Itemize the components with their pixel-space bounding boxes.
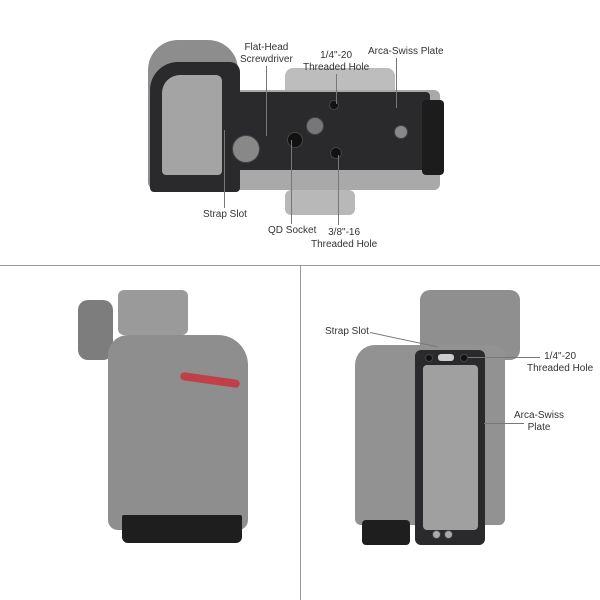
label-quarter-threaded-hole-top: 1/4"-20 Threaded Hole <box>303 50 370 73</box>
label-arca-swiss-plate-top: Arca-Swiss Plate <box>368 46 444 57</box>
label-strap-slot-side: Strap Slot <box>325 326 369 337</box>
label-arca-swiss-plate-side: Arca-Swiss Plate <box>514 410 565 433</box>
horizontal-divider <box>0 265 600 266</box>
label-flat-head-screwdriver: Flat-Head Screwdriver <box>240 42 293 65</box>
label-quarter-threaded-hole-side: 1/4"-20 Threaded Hole <box>527 351 594 374</box>
label-strap-slot-top: Strap Slot <box>203 209 247 220</box>
label-qd-socket: QD Socket <box>268 225 317 236</box>
vertical-divider <box>300 266 301 600</box>
label-three-eighths-threaded-hole: 3/8"-16 Threaded Hole <box>311 227 378 250</box>
